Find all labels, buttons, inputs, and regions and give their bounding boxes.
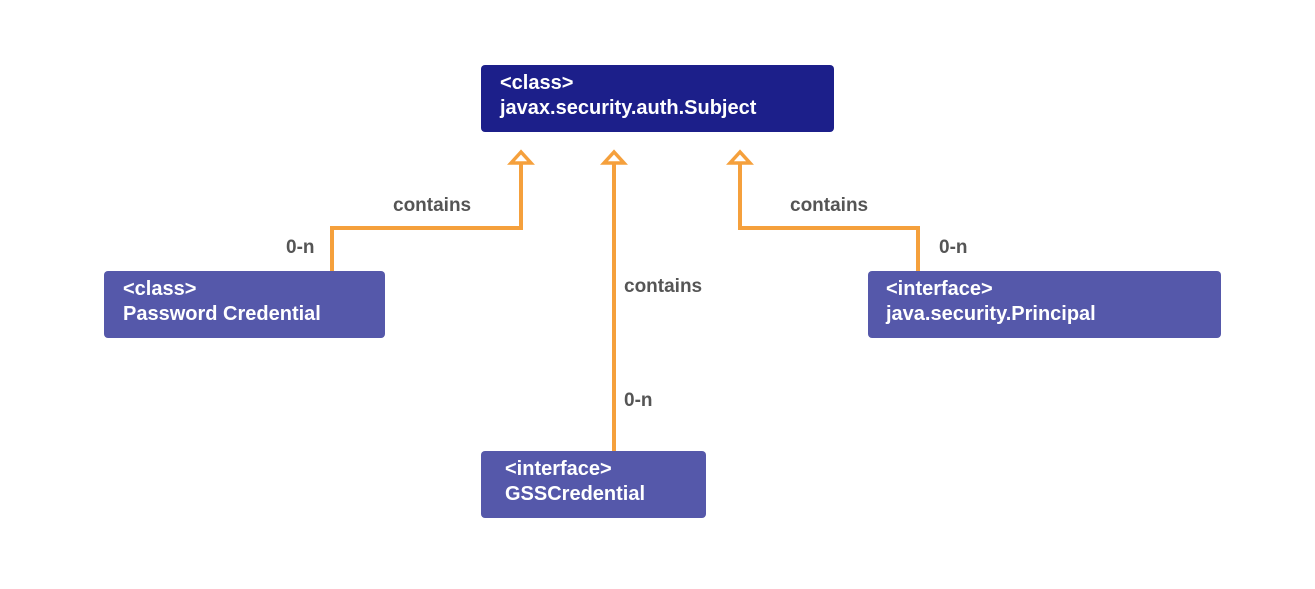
multiplicity-gss: 0-n [624,390,653,411]
gss-credential-name: GSSCredential [505,483,646,505]
edge-label-principal: contains [790,195,869,216]
password-credential-stereotype: <class> [123,278,197,300]
principal-name: java.security.Principal [886,303,1096,325]
password-credential-name: Password Credential [123,303,321,325]
arrowhead-password-to-subject [507,149,535,165]
subject-stereotype: <class> [500,72,574,94]
gss-credential-interface-box[interactable]: <interface> GSSCredential [481,451,706,518]
arrowhead-gss-to-subject [600,149,628,165]
subject-class-box[interactable]: <class> javax.security.auth.Subject [481,65,834,132]
edge-label-password: contains [393,195,472,216]
edge-principal-to-subject [738,162,920,271]
edge-label-gss: contains [624,276,703,297]
principal-interface-box[interactable]: <interface> java.security.Principal [868,271,1221,338]
password-credential-class-box[interactable]: <class> Password Credential [104,271,385,338]
subject-name: javax.security.auth.Subject [500,97,757,119]
edge-password-to-subject [330,162,523,271]
principal-stereotype: <interface> [886,278,993,300]
multiplicity-password: 0-n [286,237,315,258]
arrowhead-principal-to-subject [726,149,754,165]
multiplicity-principal: 0-n [939,237,968,258]
gss-credential-stereotype: <interface> [505,458,612,480]
